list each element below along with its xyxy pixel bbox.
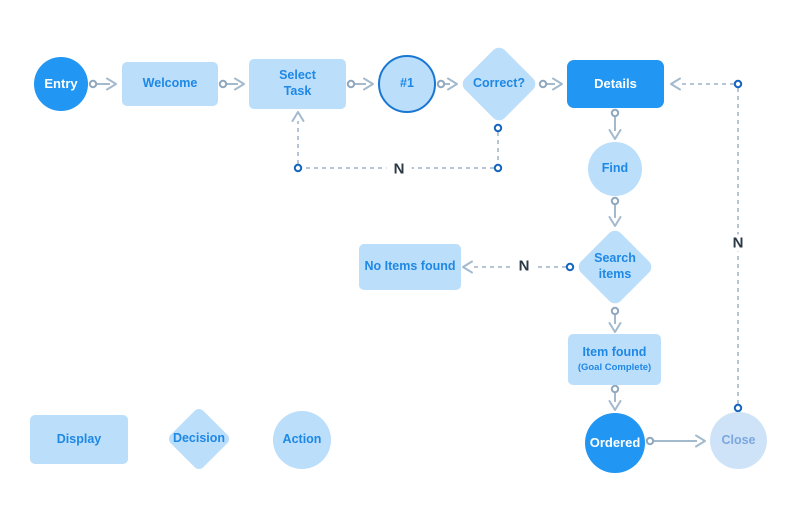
node-find: Find <box>588 142 642 196</box>
node-close-label: Close <box>721 432 756 447</box>
node-correct-label: Correct? <box>472 76 526 91</box>
connector-ordered-close <box>645 434 706 448</box>
node-welcome: Welcome <box>122 62 218 106</box>
node-details: Details <box>567 60 664 108</box>
connector-find-search-items <box>608 196 622 227</box>
connector-step1-correct <box>436 77 458 91</box>
node-item-found: Item found (Goal Complete) <box>568 334 661 385</box>
node-find-label: Find <box>601 161 629 176</box>
node-step1-label: #1 <box>400 76 414 91</box>
legend-action: Action <box>273 411 331 469</box>
legend-action-label: Action <box>282 432 322 447</box>
node-item-found-label: Item found <box>582 344 647 359</box>
node-entry: Entry <box>34 57 88 111</box>
connector-correct-details <box>538 77 563 91</box>
node-step1: #1 <box>378 55 436 113</box>
node-no-items-found: No Items found <box>359 244 461 290</box>
legend-decision-label: Decision <box>172 431 226 446</box>
legend-display-label: Display <box>56 431 102 446</box>
connector-entry-welcome <box>88 77 117 91</box>
edge-label-close-loop: N <box>725 234 751 252</box>
node-search-items-label: Search items <box>594 251 636 281</box>
node-select-task: Select Task <box>249 59 346 109</box>
edge-label-search-no: N <box>511 257 537 275</box>
connector-details-find <box>608 108 622 140</box>
node-item-found-sublabel: (Goal Complete) <box>577 362 652 374</box>
edge-label-correct-no: N <box>386 160 412 178</box>
node-ordered: Ordered <box>585 413 645 473</box>
node-close: Close <box>710 412 767 469</box>
connector-select-task-step1 <box>346 77 374 91</box>
node-entry-label: Entry <box>44 75 78 91</box>
legend-display: Display <box>30 415 128 464</box>
node-select-task-label: Select Task <box>279 68 316 98</box>
connector-item-found-ordered <box>608 384 622 411</box>
node-details-label: Details <box>594 75 637 91</box>
node-welcome-label: Welcome <box>142 76 198 91</box>
connector-welcome-select-task <box>218 77 245 91</box>
node-no-items-found-label: No Items found <box>364 259 456 274</box>
node-ordered-label: Ordered <box>589 434 641 450</box>
connector-search-items-item-found <box>608 306 622 333</box>
